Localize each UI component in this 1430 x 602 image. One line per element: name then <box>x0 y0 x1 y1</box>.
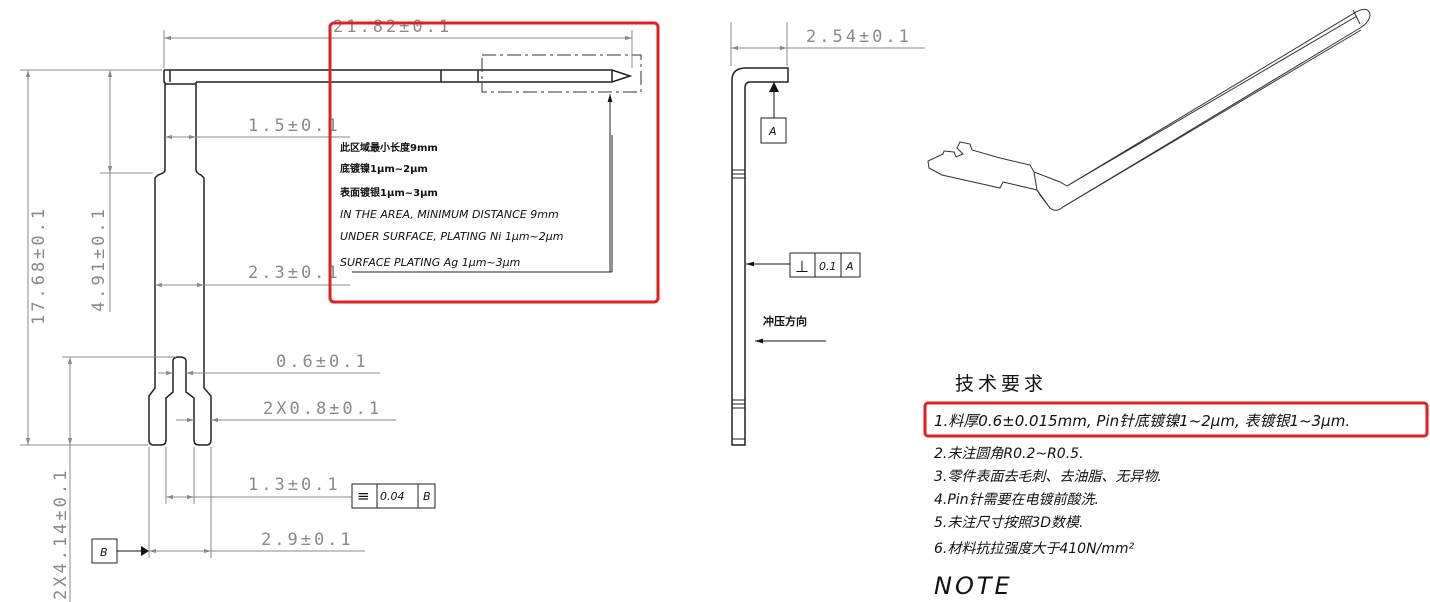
note-line: SURFACE PLATING Ag 1μm~3μm <box>340 256 520 269</box>
stamping-direction-label: 冲压方向 <box>763 314 807 328</box>
perpendicular-icon: ⊥ <box>795 257 809 276</box>
symmetry-value: 0.04 <box>380 490 405 503</box>
dim-overall-length: 21.82±0.1 <box>333 17 452 37</box>
requirement-item: 2.未注圆角R0.2~R0.5. <box>934 446 1084 462</box>
terminal-body-outline <box>148 82 212 446</box>
dim-neck-height: 4.91±0.1 <box>89 206 109 312</box>
datum-b: B <box>91 538 149 564</box>
side-view: 2.54±0.1 A ⊥ 0.1 A 冲压方向 <box>730 22 925 446</box>
dim-slot-width: 0.6±0.1 <box>276 352 369 372</box>
perpendicularity-value: 0.1 <box>819 260 837 273</box>
isometric-view <box>927 8 1371 211</box>
dim-fork-width: 2X0.8±0.1 <box>263 399 382 419</box>
symmetry-tolerance-frame: ≡ 0.04 B <box>351 483 436 509</box>
note-footer: NOTE <box>934 572 1013 600</box>
symmetry-icon: ≡ <box>357 487 370 505</box>
dim-slot-depth: 2X4.14±0.1 <box>51 468 71 600</box>
requirement-item: 3.零件表面去毛刺、去油脂、无异物. <box>934 469 1162 485</box>
symmetry-datum: B <box>423 490 431 503</box>
note-line: IN THE AREA, MINIMUM DISTANCE 9mm <box>340 208 559 221</box>
requirement-item: 5.未注尺寸按照3D数模. <box>934 515 1084 531</box>
dim-fork-span: 2.9±0.1 <box>261 530 354 550</box>
dim-overall-height: 17.68±0.1 <box>29 206 49 325</box>
requirement-item: 1.料厚0.6±0.015mm, Pin针底镀镍1~2μm, 表镀银1~3μm. <box>934 412 1350 430</box>
side-view-outline <box>731 67 789 446</box>
datum-triangle-icon <box>769 82 779 92</box>
plating-note: 此区域最小长度9mm 底镀镍1μm~2μm 表面镀银1μm~3μm IN THE… <box>339 141 563 269</box>
perpendicularity-datum: A <box>845 260 854 273</box>
technical-requirements: 技术要求 1.料厚0.6±0.015mm, Pin针底镀镍1~2μm, 表镀银1… <box>934 373 1350 600</box>
dim-bend-length: 2.54±0.1 <box>806 27 912 47</box>
note-line: 此区域最小长度9mm <box>340 141 438 154</box>
plating-area-box <box>481 54 642 93</box>
datum-a-label: A <box>768 125 777 138</box>
dim-slot-opening: 1.3±0.1 <box>248 475 341 495</box>
perpendicularity-frame: ⊥ 0.1 A <box>789 252 861 278</box>
highlight-box-requirement-1 <box>923 401 1429 438</box>
note-line: UNDER SURFACE, PLATING Ni 1μm~2μm <box>340 230 563 243</box>
pin-shaft-outline <box>163 69 633 83</box>
requirement-item: 4.Pin针需要在电镀前酸洗. <box>934 492 1099 508</box>
datum-triangle-icon <box>141 546 149 556</box>
highlight-box-plating-area <box>328 21 660 304</box>
requirement-item: 6.材料抗拉强度大于410N/mm² <box>934 541 1135 557</box>
note-line: 底镀镍1μm~2μm <box>340 162 428 175</box>
front-dimensions: 21.82±0.1 17.68±0.1 4.91±0.1 2X4.14±0.1 … <box>20 17 633 602</box>
note-line: 表面镀银1μm~3μm <box>339 186 438 199</box>
front-view <box>148 54 642 446</box>
note-frame <box>352 135 613 273</box>
datum-b-label: B <box>100 546 108 559</box>
dim-neck-width: 1.5±0.1 <box>248 116 341 136</box>
dim-body-width: 2.3±0.1 <box>248 263 341 283</box>
requirements-title: 技术要求 <box>955 373 1047 395</box>
